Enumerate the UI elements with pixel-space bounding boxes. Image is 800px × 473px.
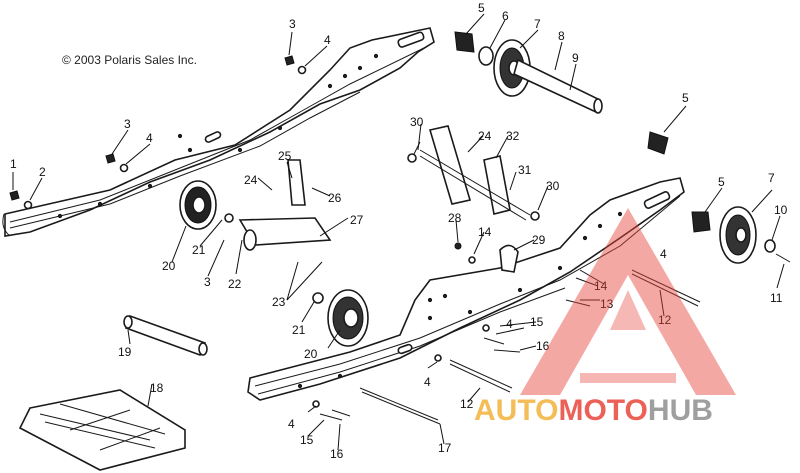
callout-30: 30 [546, 179, 560, 193]
callout-21: 21 [292, 323, 306, 337]
callout-12: 12 [460, 397, 474, 411]
callout-4: 4 [660, 247, 667, 261]
callout-6: 6 [502, 9, 509, 23]
callout-11: 11 [770, 291, 783, 305]
callout-3: 3 [289, 17, 296, 31]
callout-18: 18 [150, 381, 164, 395]
rear-wheel-right [719, 206, 757, 264]
hardware-small [9, 55, 591, 421]
callout-15: 15 [530, 315, 544, 329]
callout-3: 3 [124, 117, 131, 131]
callout-22: 22 [228, 277, 242, 291]
callout-31: 31 [518, 163, 532, 177]
callout-23: 23 [272, 295, 286, 309]
shaft-19 [123, 314, 208, 357]
watermark-text: AUTOMOTOHUB [474, 394, 713, 427]
callout-labels: 1 2 3 3 3 4 4 4 4 4 4 5 5 5 6 7 7 8 9 10… [10, 1, 788, 461]
leader-lines [12, 13, 785, 451]
callout-24: 24 [478, 129, 492, 143]
callout-1: 1 [10, 157, 17, 171]
callout-9: 9 [572, 51, 579, 65]
callout-5: 5 [718, 175, 725, 189]
hub-top [454, 31, 494, 66]
callout-32: 32 [506, 129, 520, 143]
watermark-logo: AUTOMOTOHUB [474, 208, 736, 427]
idler-wheel-left [179, 180, 217, 230]
callout-5: 5 [478, 1, 485, 15]
callout-4: 4 [288, 417, 295, 431]
idler-wheel-center [327, 289, 369, 347]
callout-28: 28 [448, 211, 462, 225]
callout-12: 12 [658, 313, 672, 327]
callout-14: 14 [478, 225, 492, 239]
callout-26: 26 [328, 191, 342, 205]
callout-20: 20 [162, 259, 176, 273]
callout-25: 25 [278, 149, 292, 163]
hub-right [691, 211, 791, 263]
callout-7: 7 [768, 171, 775, 185]
callout-4: 4 [424, 375, 431, 389]
callout-21: 21 [192, 243, 206, 257]
left-rail-upper [2, 27, 435, 237]
callout-8: 8 [558, 29, 565, 43]
callout-4: 4 [506, 317, 513, 331]
watermark-part-1: AUTO [474, 394, 558, 427]
callout-10: 10 [774, 203, 788, 217]
skid-plate [18, 389, 186, 471]
watermark-triangle-icon [520, 208, 736, 395]
callout-20: 20 [304, 347, 318, 361]
callout-3: 3 [204, 275, 211, 289]
callout-2: 2 [39, 165, 46, 179]
callout-19: 19 [118, 345, 132, 359]
callout-15: 15 [300, 433, 314, 447]
rear-arm-assembly [419, 125, 531, 221]
copyright-text: © 2003 Polaris Sales Inc. [62, 53, 197, 67]
callout-4: 4 [324, 33, 331, 47]
watermark-part-3: HUB [648, 394, 713, 427]
watermark-part-2: MOTO [558, 394, 647, 427]
callout-14: 14 [594, 279, 608, 293]
front-arm-assembly [238, 159, 332, 251]
rear-axle [513, 58, 603, 114]
callout-7: 7 [534, 17, 541, 31]
hub-mid [647, 131, 669, 155]
callout-16: 16 [330, 447, 344, 461]
callout-29: 29 [532, 233, 546, 247]
long-bolts [359, 269, 701, 425]
callout-24: 24 [244, 173, 258, 187]
callout-13: 13 [600, 297, 614, 311]
callout-30: 30 [410, 115, 424, 129]
callout-17: 17 [438, 441, 452, 455]
callout-5: 5 [682, 91, 689, 105]
callout-16: 16 [536, 339, 550, 353]
right-rail-lower [247, 177, 685, 401]
callout-27: 27 [350, 213, 364, 227]
callout-4: 4 [146, 131, 153, 145]
rear-wheel-top [493, 39, 531, 97]
